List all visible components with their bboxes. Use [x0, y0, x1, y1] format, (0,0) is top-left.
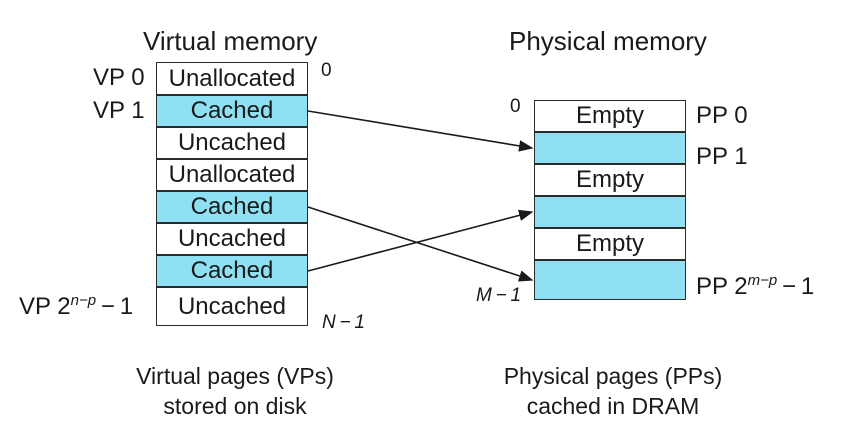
- pp-first-label: PP 0: [696, 102, 748, 129]
- virtual-page-6: Cached: [156, 255, 308, 287]
- physical-page-3: [534, 196, 686, 228]
- physical-bottom-address: M − 1: [476, 285, 522, 306]
- virtual-page-3: Unallocated: [156, 159, 308, 191]
- virtual-page-5: Uncached: [156, 223, 308, 255]
- pp-last-prefix: PP 2: [696, 273, 748, 300]
- physical-page-4: Empty: [534, 228, 686, 260]
- physical-page-1: [534, 132, 686, 164]
- virtual-caption-line1: Virtual pages (VPs): [136, 363, 334, 389]
- vp-last-exponent: n−p: [70, 292, 97, 309]
- vp-last-label: VP 2n−p − 1: [19, 292, 133, 321]
- pp-second-label: PP 1: [696, 143, 748, 170]
- virtual-top-address: 0: [321, 60, 332, 81]
- pp-last-exponent: m−p: [747, 272, 778, 289]
- virtual-page-1: Cached: [156, 95, 308, 127]
- vp-last-suffix: − 1: [96, 293, 134, 320]
- virtual-page-7: Uncached: [156, 287, 308, 326]
- virtual-page-2: Uncached: [156, 127, 308, 159]
- virtual-page-0: Unallocated: [156, 62, 308, 95]
- physical-caption-line2: cached in DRAM: [526, 393, 700, 419]
- virtual-bottom-address: N − 1: [322, 312, 365, 333]
- physical-page-2: Empty: [534, 164, 686, 196]
- virtual-page-4: Cached: [156, 191, 308, 223]
- physical-top-address: 0: [510, 96, 521, 117]
- virtual-caption-line2: stored on disk: [163, 393, 307, 419]
- mapping-arrow-vp6-pp3: [307, 209, 534, 272]
- physical-caption: Physical pages (PPs) cached in DRAM: [478, 361, 748, 421]
- physical-page-0: Empty: [534, 100, 686, 132]
- virtual-memory-title: Virtual memory: [143, 26, 318, 56]
- physical-memory-title: Physical memory: [509, 26, 707, 56]
- virtual-caption: Virtual pages (VPs) stored on disk: [100, 361, 370, 421]
- mapping-arrow-vp1-pp1: [307, 110, 534, 152]
- vp-second-label: VP 1: [93, 97, 145, 124]
- vp-last-prefix: VP 2: [19, 293, 71, 320]
- physical-caption-line1: Physical pages (PPs): [503, 363, 723, 389]
- mapping-arrow-vp4-pp5: [307, 206, 534, 282]
- pp-last-suffix: − 1: [777, 273, 815, 300]
- physical-page-5: [534, 260, 686, 300]
- pp-last-label: PP 2m−p − 1: [696, 272, 814, 301]
- vp-first-label: VP 0: [93, 64, 145, 91]
